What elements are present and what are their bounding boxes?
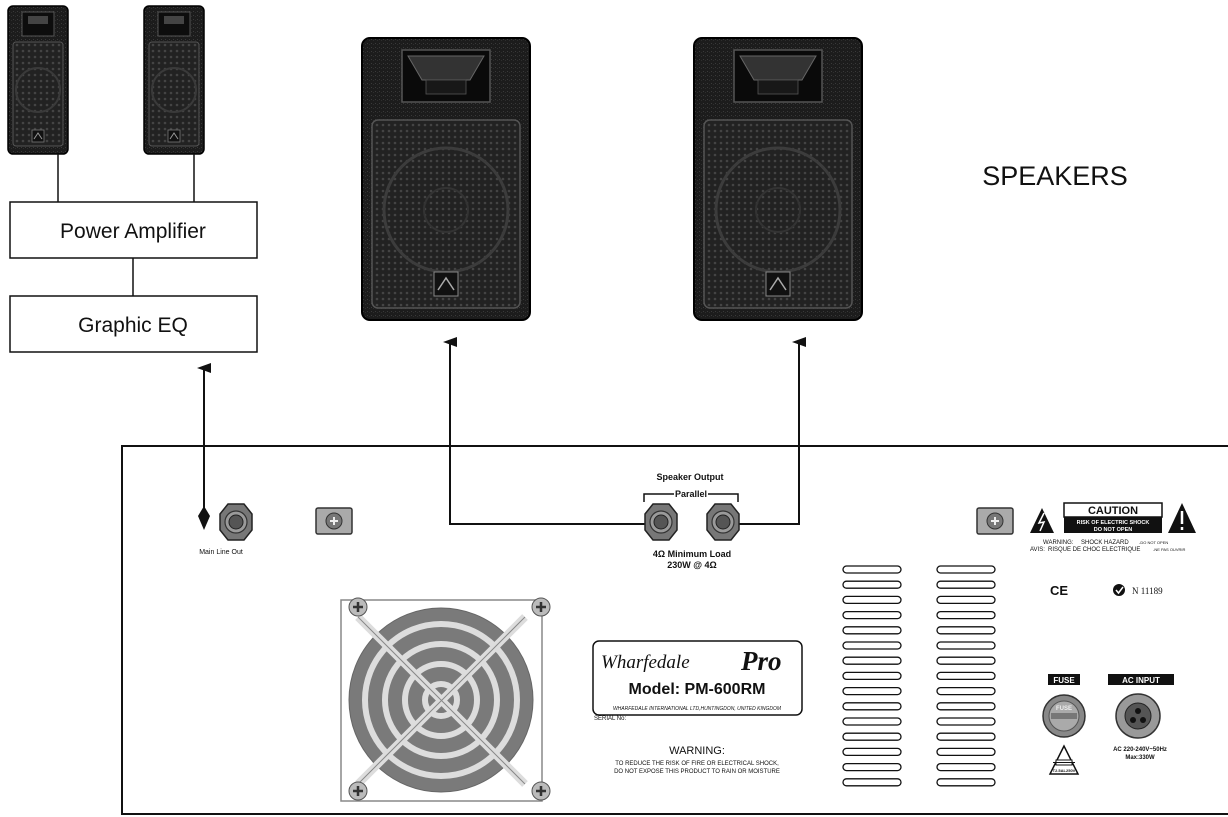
arrow-output-to-right-speaker — [724, 337, 806, 525]
ac-input-socket[interactable] — [1115, 693, 1161, 739]
caution-line2: DO NOT OPEN — [1094, 527, 1133, 533]
caution-title: CAUTION — [1088, 505, 1138, 517]
vent-slot — [842, 610, 902, 620]
vent-slot — [842, 762, 902, 772]
vent-slot — [936, 671, 996, 681]
ventilation-slots — [842, 565, 996, 787]
vent-slot — [842, 626, 902, 635]
vent-slot — [936, 702, 996, 711]
large-speaker-right — [692, 36, 864, 322]
vent-slot — [936, 732, 996, 741]
warning-line2: DO NOT EXPOSE THIS PRODUCT TO RAIN OR MO… — [614, 769, 780, 775]
vent-slot — [936, 595, 996, 605]
vent-slot — [936, 656, 996, 665]
fuse-cap-text: FUSE — [1056, 706, 1072, 712]
shock-warning-icon — [1030, 508, 1054, 533]
vent-slot — [842, 656, 902, 665]
cert-icon — [1113, 584, 1125, 596]
main-line-out-jack[interactable] — [219, 503, 253, 541]
vent-slot — [842, 565, 902, 574]
serial-label: SERIAL No: — [594, 716, 626, 722]
cert-number: N 11189 — [1132, 586, 1163, 596]
arrow-output-to-left-speaker — [443, 337, 660, 525]
ground-terminal-left[interactable] — [315, 507, 353, 535]
fuse-holder[interactable]: FUSE — [1042, 694, 1086, 738]
min-load-label: 4Ω Minimum Load — [653, 549, 731, 559]
main-line-out-label: Main Line Out — [199, 549, 243, 556]
vent-slot — [842, 580, 902, 589]
vent-slot — [842, 717, 902, 726]
avis-text: RISQUE DE CHOC ELECTRIQUE — [1048, 547, 1140, 553]
vent-slot — [842, 732, 902, 741]
brand-plate — [592, 640, 803, 716]
company-label: WHARFEDALE INTERNATIONAL LTD,HUNTINGDON,… — [613, 706, 782, 712]
caution-line1: RISK OF ELECTRIC SHOCK — [1077, 520, 1150, 526]
ac-input-label-box — [1108, 674, 1174, 685]
ac-rating-line2: Max:330W — [1125, 755, 1155, 761]
lightning-icon — [1037, 512, 1046, 532]
large-speaker-left — [360, 36, 532, 322]
vent-slot — [842, 702, 902, 711]
vent-slot — [936, 580, 996, 589]
vent-slot — [936, 717, 996, 726]
brand-script: Wharfedale — [601, 652, 690, 673]
vent-slot — [936, 762, 996, 772]
model-label: Model: PM-600RM — [629, 681, 766, 698]
power-amplifier-label: Power Amplifier — [60, 220, 206, 243]
warning-heading: WARNING: — [669, 745, 725, 757]
power-rating-label: 230W @ 4Ω — [667, 560, 717, 570]
vent-slot — [842, 641, 902, 650]
speaker-output-title: Speaker Output — [656, 472, 723, 482]
vent-slot — [936, 641, 996, 650]
vent-slot — [842, 686, 902, 696]
warning-label: WARNING: — [1043, 540, 1074, 546]
vent-slot — [842, 671, 902, 681]
small-speaker-left — [7, 5, 69, 155]
brand-pro: Pro — [740, 646, 782, 676]
vent-slot — [936, 686, 996, 696]
parallel-bracket — [643, 493, 739, 502]
speaker-output-mode: Parallel — [675, 489, 707, 499]
speaker-output-jack-2[interactable] — [706, 503, 740, 541]
fan-screw-bottom-right — [530, 780, 552, 802]
ac-rating-line1: AC 220-240V~50Hz — [1113, 747, 1167, 753]
ground-terminal-right[interactable] — [976, 507, 1014, 535]
avis-label: AVIS: — [1030, 547, 1045, 553]
warning-text: SHOCK HAZARD — [1081, 540, 1129, 546]
vent-slot — [936, 610, 996, 620]
small-speaker-right — [143, 5, 205, 155]
ce-mark: CE — [1050, 583, 1068, 598]
fuse-label: FUSE — [1053, 676, 1075, 685]
vent-slot — [936, 565, 996, 574]
ac-input-label: AC INPUT — [1122, 676, 1160, 685]
vent-slot — [842, 747, 902, 757]
fan-screw-bottom-left — [347, 780, 369, 802]
fuse-rating: T2.5AL250V — [1053, 768, 1076, 773]
cooling-fan-grille — [340, 599, 543, 802]
graphic-eq-label: Graphic EQ — [78, 314, 188, 337]
speakers-heading: SPEAKERS — [982, 161, 1128, 191]
avis-small: -NE PAS OUVRIR — [1153, 547, 1185, 552]
vent-slot — [936, 626, 996, 635]
vent-slot — [842, 778, 902, 787]
plug-tip — [198, 506, 210, 530]
vent-slot — [936, 747, 996, 757]
warning-line1: TO REDUCE THE RISK OF FIRE OR ELECTRICAL… — [615, 761, 779, 767]
vent-slot — [842, 595, 902, 605]
vent-slot — [936, 778, 996, 787]
fan-screw-top-right — [530, 596, 552, 618]
fuse-label-box — [1048, 674, 1080, 685]
fan-screw-top-left — [347, 596, 369, 618]
warning-small: -DO NOT OPEN — [1139, 540, 1168, 545]
speaker-output-jack-1[interactable] — [644, 503, 678, 541]
caution-strip — [1064, 517, 1162, 533]
power-amplifier-box — [9, 201, 258, 259]
graphic-eq-box — [9, 295, 258, 353]
